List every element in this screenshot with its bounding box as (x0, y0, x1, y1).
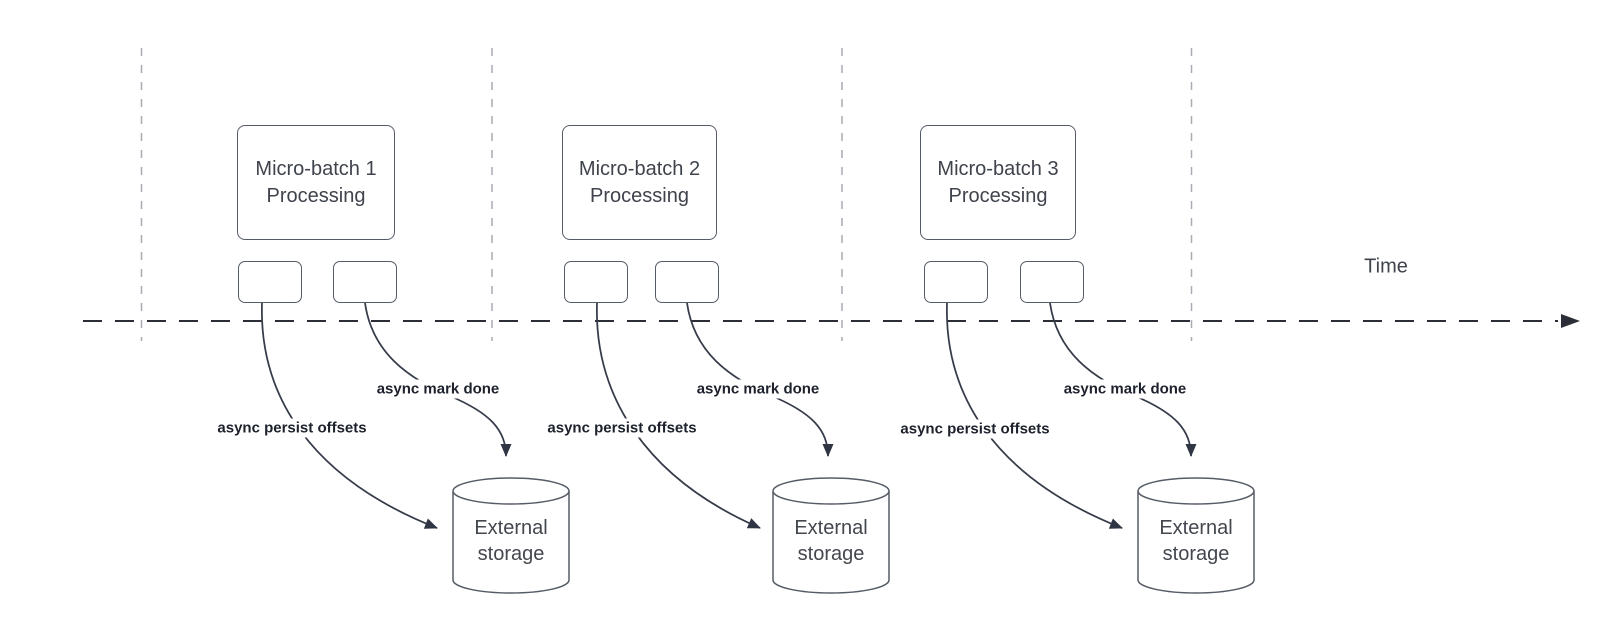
persist-offsets-edge-label-3: async persist offsets (897, 419, 1053, 439)
persist-offsets-arrow-3 (946, 302, 1123, 529)
microbatch-1-title: Micro-batch 1 (255, 157, 377, 180)
external-storage-label-1: External storage (474, 517, 548, 565)
persist-offsets-edge-label-1: async persist offsets (214, 418, 370, 438)
microbatch-1-processing-node: Micro-batch 1 Processing (237, 125, 395, 240)
microbatch-2-subtitle: Processing (590, 184, 689, 207)
mark-done-edge-label-1: async mark done (373, 379, 503, 399)
persist-offsets-arrow-2 (596, 302, 761, 529)
microbatch-2-done-task-node (655, 261, 719, 303)
microbatch-3-persist-task-node (924, 261, 988, 303)
microbatch-2-persist-task-node (564, 261, 628, 303)
persist-offsets-arrow-1 (261, 302, 438, 529)
microbatch-2-processing-node: Micro-batch 2 Processing (562, 125, 717, 240)
external-storage-cylinder-1 (452, 477, 570, 594)
microbatch-1-subtitle: Processing (266, 184, 366, 207)
microbatch-3-title: Micro-batch 3 (937, 157, 1059, 180)
microbatch-3-done-task-node (1020, 261, 1084, 303)
microbatch-3-processing-node: Micro-batch 3 Processing (920, 125, 1076, 240)
external-storage-label-3: External storage (1159, 517, 1233, 565)
persist-offsets-edge-label-2: async persist offsets (544, 418, 700, 438)
mark-done-edge-label-2: async mark done (693, 379, 823, 399)
time-axis-label: Time (1364, 255, 1408, 278)
microbatch-1-persist-task-node (238, 261, 302, 303)
external-storage-cylinder-3 (1137, 477, 1255, 594)
microbatch-3-subtitle: Processing (948, 184, 1048, 207)
external-storage-label-2: External storage (794, 517, 868, 565)
external-storage-cylinder-2 (772, 477, 890, 594)
microbatch-2-title: Micro-batch 2 (578, 157, 701, 180)
mark-done-edge-label-3: async mark done (1060, 379, 1190, 399)
time-axis-arrowhead-icon (1561, 314, 1580, 328)
microbatch-1-done-task-node (333, 261, 397, 303)
